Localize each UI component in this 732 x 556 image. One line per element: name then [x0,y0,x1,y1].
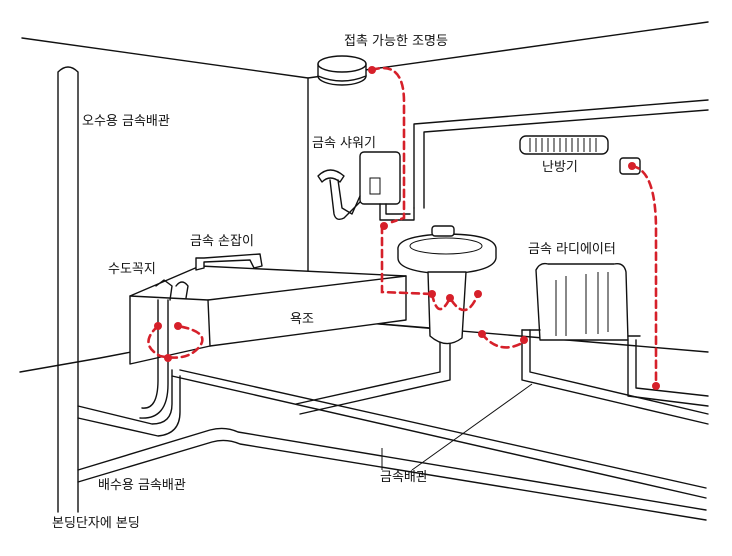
label-faucet: 수도꼭지 [108,262,156,277]
heater [519,135,641,175]
label-shower: 금속 샤워기 [312,136,376,151]
bond-sink-pipes [430,292,480,312]
bond-shower-to-sink [380,224,434,296]
ceiling-light [317,55,367,86]
bond-light-to-shower [370,66,406,224]
wall-metal-pipe [413,99,709,209]
label-bathtub: 욕조 [290,312,314,327]
bonding-lines [147,66,658,388]
label-bonding-terminal: 본딩단자에 본딩 [52,516,140,531]
faucet [139,279,189,419]
label-sewage-pipe: 오수용 금속배관 [82,114,170,129]
sink [397,225,497,345]
grab-bar [195,253,263,271]
radiator [521,262,641,341]
bond-heater-to-floor [630,164,658,388]
shower [317,151,415,221]
bathtub [129,265,407,365]
label-light: 접촉 가능한 조명등 [344,34,448,49]
bonding-points [154,66,660,390]
floor-pipes [77,329,709,521]
label-radiator: 금속 라디에이터 [528,242,616,257]
label-grab-bar: 금속 손잡이 [190,234,254,249]
label-heater: 난방기 [542,160,578,175]
leader-lines [381,383,533,471]
sewage-pipe [57,66,79,513]
label-drain-pipe: 배수용 금속배관 [98,478,186,493]
bond-sink-to-radiator [480,332,526,349]
bond-faucet-loop [147,324,204,359]
label-metal-pipe: 금속배관 [380,470,428,485]
